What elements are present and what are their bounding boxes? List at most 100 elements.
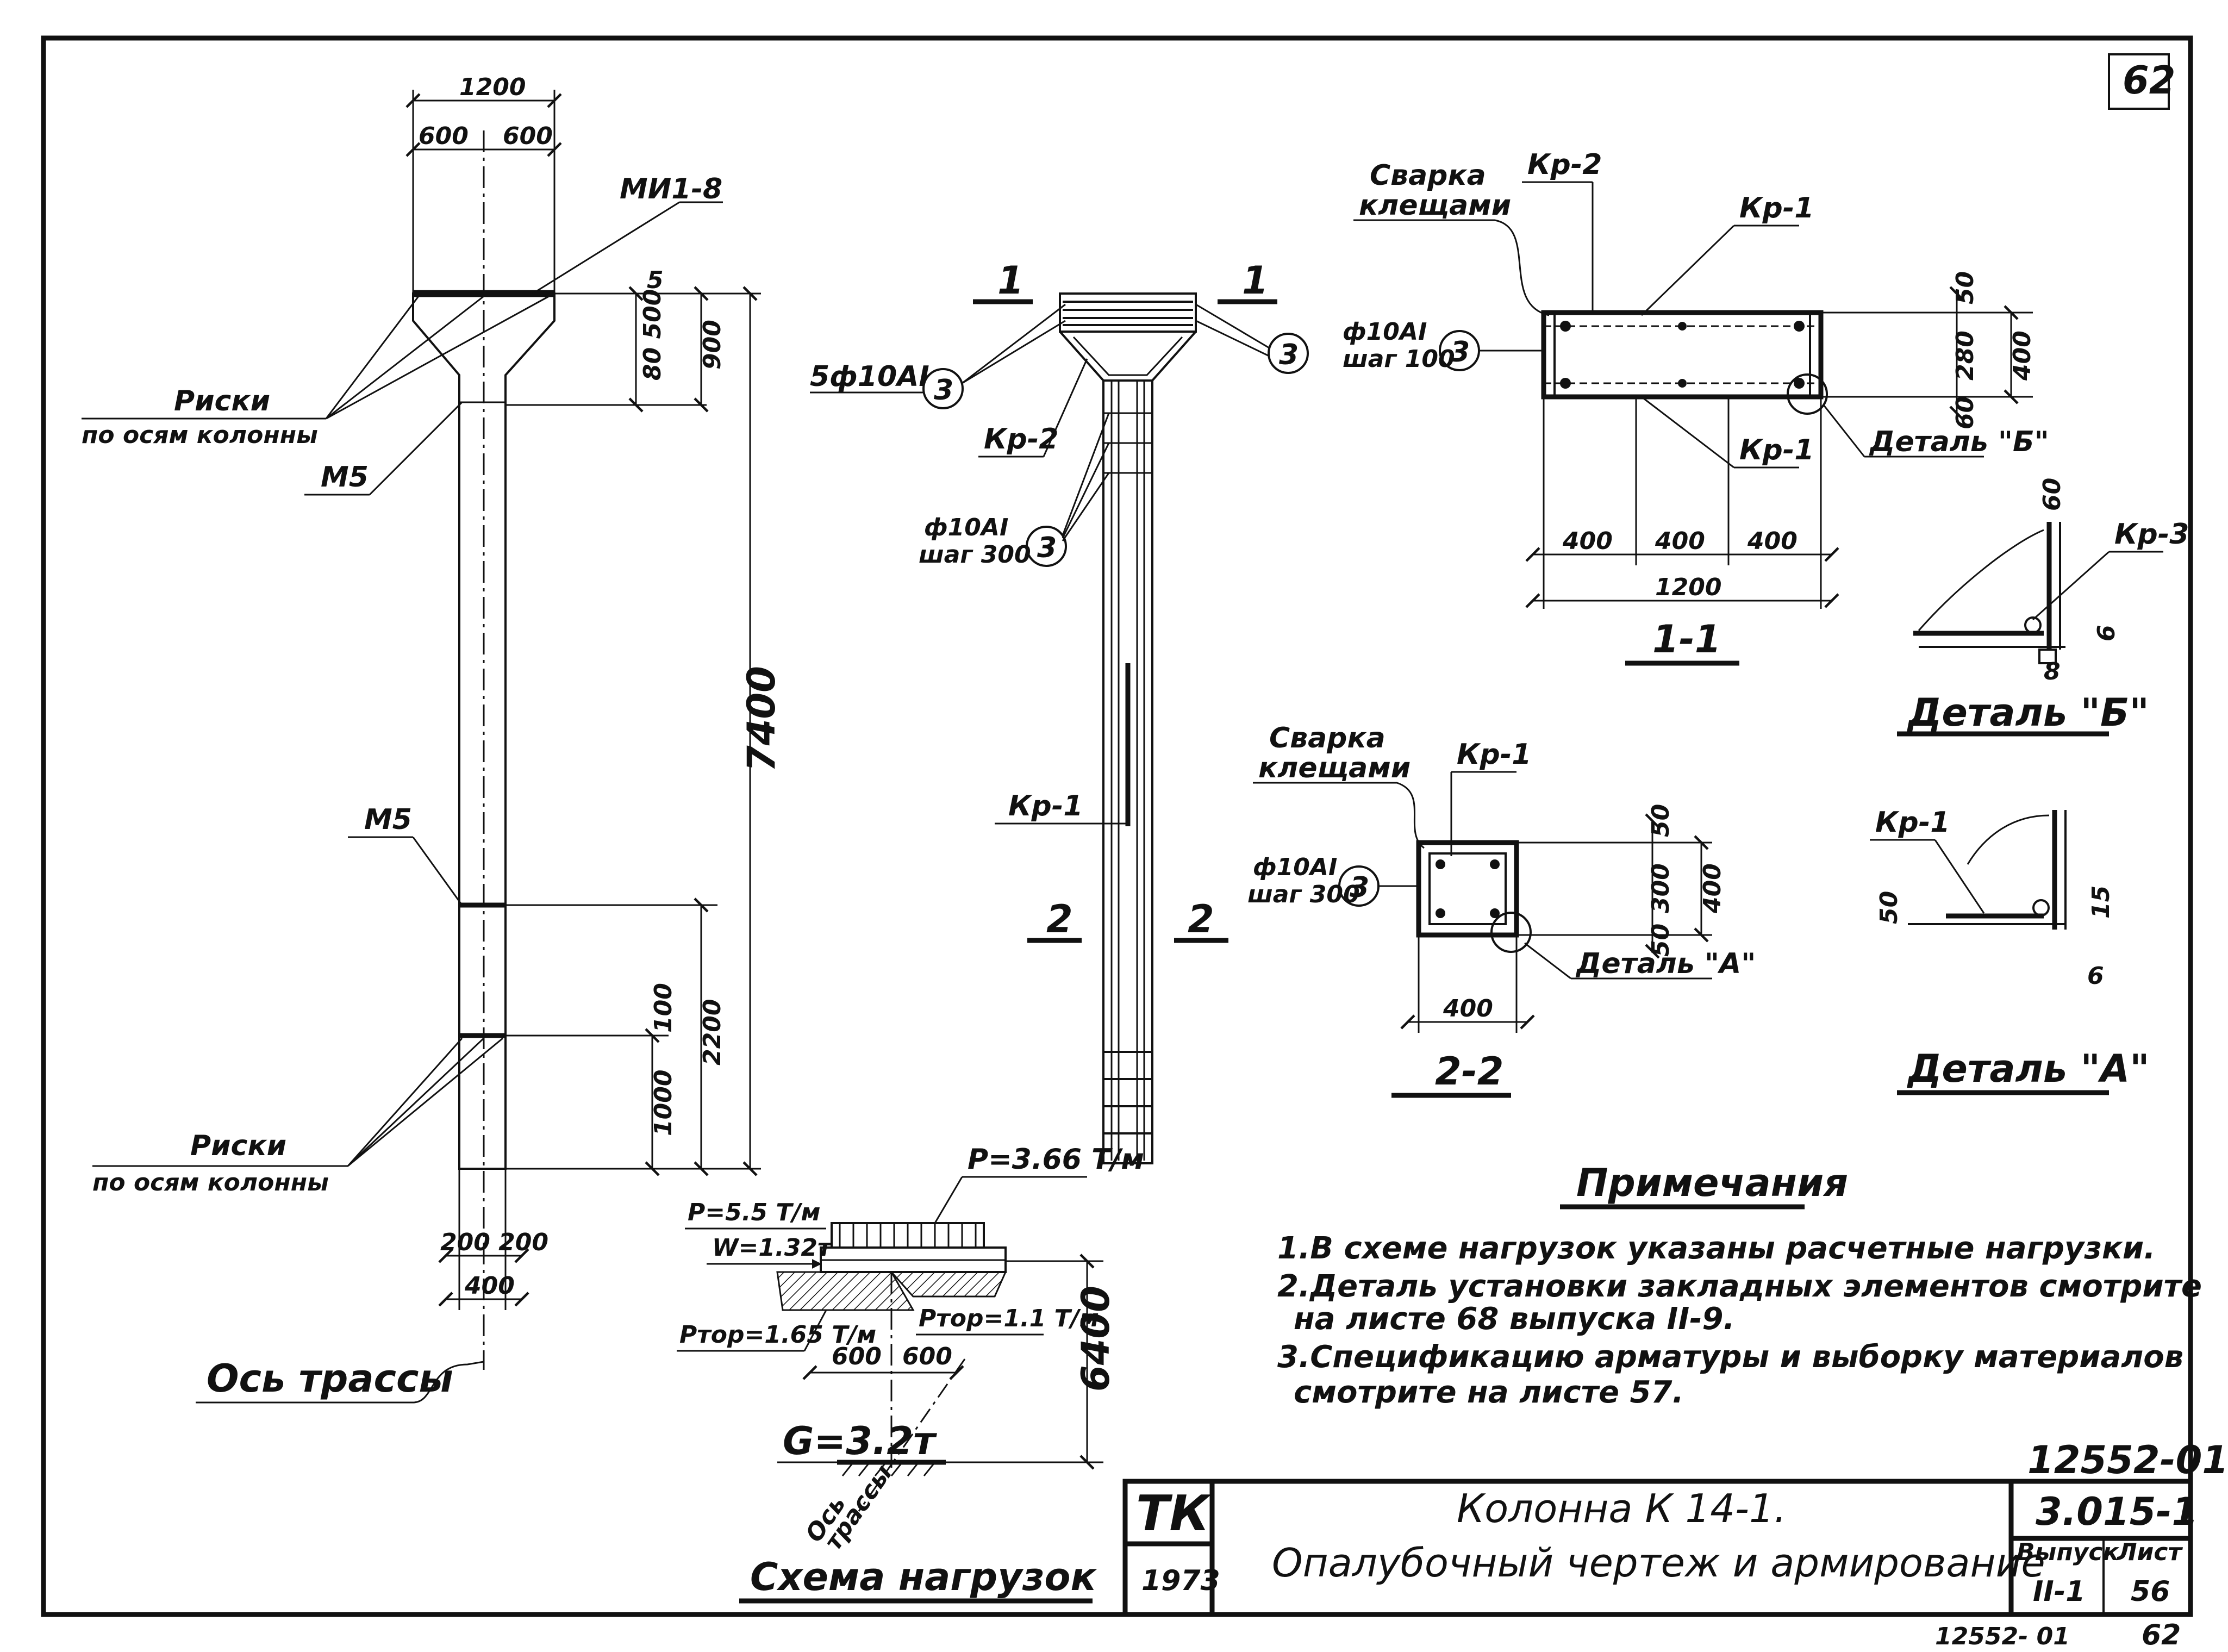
- dim-100: 100: [650, 983, 677, 1033]
- section-mark-2-right: 2: [1188, 897, 1214, 942]
- ground-hatch: [841, 1462, 936, 1476]
- dim-5: 5: [647, 266, 664, 294]
- dim-8-detail-b: 8: [2044, 658, 2061, 685]
- label-weld-2: клещами: [1359, 189, 1511, 222]
- load-g: G=3.2т: [783, 1419, 937, 1463]
- label-f10-2-2: ф10АI: [1253, 853, 1337, 881]
- label-risks-lower: Риски: [190, 1130, 286, 1162]
- note-line-3: на листе 68 выпуска II-9.: [1294, 1301, 1735, 1337]
- dim-900: 900: [698, 320, 726, 370]
- note-line-4: 3.Спецификацию арматуры и выборку матери…: [1277, 1339, 2183, 1375]
- section-mark-1-right: 1: [1242, 258, 1269, 303]
- dim-400-b-1-1: 400: [1655, 527, 1705, 555]
- dim-6-detail-b: 6: [2093, 625, 2120, 641]
- load-scheme: P=3.66 Т/м P=5.5 Т/м W=1.32т Pтор=1.65 Т…: [677, 1143, 1144, 1604]
- note-line-2: 2.Деталь установки закладных элементов с…: [1277, 1269, 2202, 1304]
- ref-detail-a: Деталь "А": [1575, 947, 1756, 980]
- load-arrows: [839, 1223, 977, 1248]
- label-m5-mid: М5: [364, 803, 412, 836]
- sheet-value: 56: [2131, 1575, 2170, 1608]
- label-kp1-2-2: Кр-1: [1457, 738, 1532, 771]
- dim-600-right-loads: 600: [902, 1343, 952, 1370]
- dim-15-detail-a: 15: [2087, 886, 2115, 919]
- title-detail-a: Деталь "А": [1907, 1046, 2150, 1091]
- column-elevation: 1200 600 600 МИ1-8 Риски по осям колонны…: [82, 73, 784, 1404]
- year: 1973: [1141, 1564, 1220, 1597]
- dim-600-right: 600: [503, 122, 553, 150]
- dim-400-c-1-1: 400: [1747, 527, 1798, 555]
- load-p-bottom-right: Pтор=1.1 Т/м: [919, 1305, 1099, 1332]
- issue-value: II-1: [2033, 1575, 2085, 1608]
- load-p-left: P=5.5 Т/м: [688, 1199, 820, 1226]
- title-detail-b: Деталь "Б": [1907, 690, 2149, 735]
- label-kp1-detail-a: Кр-1: [1875, 806, 1950, 839]
- label-risks-top-2: по осям колонны: [82, 421, 318, 449]
- title-line-1: Колонна К 14-1.: [1457, 1486, 1787, 1531]
- label-kp2: Кр-2: [984, 423, 1059, 456]
- series-code: 3.015-1: [2036, 1489, 2198, 1534]
- sheet-number-top: 62: [2123, 58, 2175, 103]
- label-weld-2-2-1: Сварка: [1269, 722, 1386, 755]
- dim-400-v-2-2: 400: [1699, 863, 1726, 914]
- dim-600-left: 600: [419, 122, 469, 150]
- notes: Примечания 1.В схеме нагрузок указаны ра…: [1277, 1161, 2202, 1410]
- title-load-scheme: Схема нагрузок: [750, 1555, 1097, 1599]
- label-mi1-8: МИ1-8: [620, 173, 722, 205]
- label-risks-top: Риски: [174, 385, 270, 417]
- dim-50-bot-2-2: 50: [1647, 924, 1675, 957]
- label-m5-top: М5: [321, 461, 369, 494]
- label-kp1: Кр-1: [1008, 790, 1083, 822]
- callout-3-c: 3: [1037, 532, 1057, 564]
- section-mark-2-left: 2: [1046, 897, 1073, 942]
- dim-6-detail-a: 6: [2087, 962, 2104, 990]
- sheet-stamp-bottom: 12552- 01: [1935, 1623, 2070, 1650]
- load-p-bottom-left: Pтор=1.65 Т/м: [679, 1321, 876, 1349]
- dim-60-detail-b: 60: [2038, 478, 2066, 511]
- callout-3-b: 3: [1279, 339, 1299, 371]
- issue-label: Выпуск: [2017, 1538, 2119, 1566]
- doc-code: 12552-01: [2027, 1438, 2228, 1482]
- note-line-5: смотрите на листе 57.: [1294, 1375, 1684, 1410]
- detail-a: Кр-1 50 15 6 Деталь "А": [1870, 806, 2150, 1095]
- dim-50-top-2-2: 50: [1647, 804, 1675, 837]
- label-kp1-top-1-1: Кр-1: [1739, 192, 1814, 225]
- dim-6400: 6400: [1074, 1286, 1118, 1392]
- callout-3-d: 3: [1450, 336, 1470, 369]
- label-5f10a1: 5ф10АI: [810, 360, 929, 393]
- label-step100: шаг 100: [1343, 345, 1455, 373]
- dim-200-200: 200 200: [440, 1229, 548, 1256]
- label-step300-2-2: шаг 300: [1247, 881, 1360, 908]
- logo-tk: ТК: [1136, 1485, 1212, 1542]
- ref-detail-b: Деталь "Б": [1869, 426, 2049, 458]
- title-section-2-2: 2-2: [1435, 1049, 1503, 1094]
- dim-1200-1-1: 1200: [1655, 573, 1721, 601]
- dim-1000: 1000: [650, 1070, 677, 1136]
- detail-b: 60 Кр-3 6 8 Деталь "Б": [1897, 478, 2189, 737]
- load-w: W=1.32т: [712, 1234, 833, 1262]
- label-weld-2-2-2: клещами: [1258, 752, 1411, 784]
- title-line-2: Опалубочный чертеж и армирование: [1272, 1540, 2045, 1586]
- callout-3-e: 3: [1350, 871, 1369, 904]
- dim-400-bottom: 400: [464, 1272, 515, 1300]
- dim-300-2-2: 300: [1647, 863, 1675, 913]
- dim-50-1-1: 50: [1951, 271, 1979, 304]
- label-kp3: Кр-3: [2114, 518, 2189, 551]
- dim-400-h-2-2: 400: [1443, 995, 1493, 1023]
- dim-600-left-loads: 600: [832, 1343, 882, 1370]
- dim-280-1-1: 280: [1951, 331, 1979, 381]
- label-f10-1-1: ф10АI: [1343, 318, 1427, 346]
- note-line-1: 1.В схеме нагрузок указаны расчетные наг…: [1277, 1231, 2155, 1266]
- section-2-2: Сварка клещами Кр-1 ф10АI шаг 300 3 50 3…: [1247, 722, 1756, 1098]
- dim-400-v-1-1: 400: [2008, 331, 2036, 381]
- title-block: 12552-01 ТК 1973 Колонна К 14-1. Опалубо…: [1122, 1438, 2228, 1617]
- label-f10-step300-2: шаг 300: [919, 541, 1031, 569]
- dim-7400: 7400: [739, 666, 784, 772]
- dim-2200: 2200: [698, 999, 726, 1065]
- callout-3-a: 3: [934, 374, 953, 407]
- load-p-top: P=3.66 Т/м: [968, 1143, 1144, 1176]
- label-axis-route: Ось трассы: [207, 1356, 453, 1401]
- title-section-1-1: 1-1: [1652, 617, 1721, 662]
- label-f10-step300-1: ф10АI: [924, 514, 1008, 541]
- section-mark-1-left: 1: [997, 258, 1024, 303]
